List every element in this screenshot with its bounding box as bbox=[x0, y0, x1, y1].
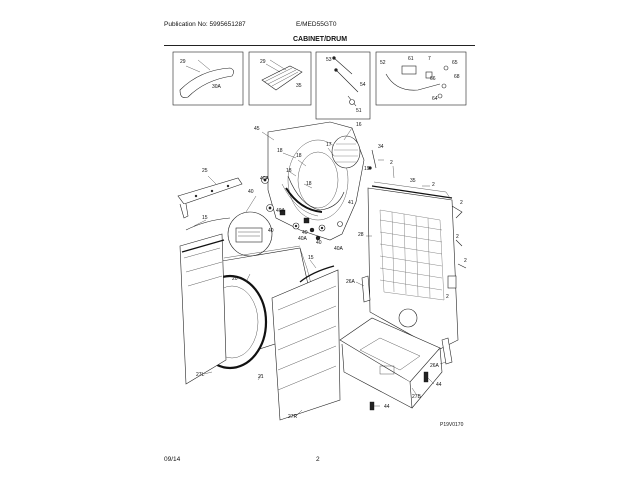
drum-belt bbox=[285, 187, 323, 213]
top-screws bbox=[368, 149, 377, 170]
label-27r: 27R bbox=[288, 414, 298, 420]
label-18-d: 18 bbox=[306, 181, 312, 187]
inset-box-vent-cover: 29 30A bbox=[172, 51, 244, 106]
label-19: 19 bbox=[364, 166, 370, 172]
label-61: 61 bbox=[408, 56, 414, 62]
inset-box-rods: 53 54 51 bbox=[315, 51, 371, 120]
label-20: 20 bbox=[232, 276, 238, 282]
label-40-c: 40 bbox=[302, 230, 308, 236]
right-side-panel bbox=[271, 265, 341, 421]
bracket-26a-left bbox=[361, 275, 371, 303]
label-44-a: 44 bbox=[436, 382, 442, 388]
label-66: 66 bbox=[430, 76, 436, 82]
label-40a-c: 40A bbox=[298, 236, 308, 242]
model-number: E/MED55GT0 bbox=[296, 21, 337, 28]
label-25: 25 bbox=[202, 168, 208, 174]
clip-cluster bbox=[279, 209, 321, 241]
label-53: 53 bbox=[326, 57, 332, 63]
label-68: 68 bbox=[454, 74, 460, 80]
rear-cabinet-panel bbox=[367, 181, 459, 351]
label-41: 41 bbox=[348, 200, 354, 206]
label-44-b: 44 bbox=[384, 404, 390, 410]
label-40a-d: 40A bbox=[334, 246, 344, 252]
label-15-b: 15 bbox=[308, 255, 314, 261]
label-2-b: 2 bbox=[432, 182, 435, 188]
label-2-e: 2 bbox=[464, 258, 467, 264]
label-35-box2: 35 bbox=[296, 83, 302, 89]
label-15-a: 15 bbox=[202, 215, 208, 221]
front-bracket bbox=[177, 177, 243, 219]
label-40-b: 40 bbox=[268, 228, 274, 234]
label-54: 54 bbox=[360, 82, 366, 88]
inset-box-filter-housing: 29 35 bbox=[248, 51, 312, 106]
label-40-a: 40 bbox=[248, 189, 254, 195]
footer-date: 09/14 bbox=[164, 456, 181, 463]
bracket-26a-right bbox=[441, 337, 453, 365]
label-2-f: 2 bbox=[446, 294, 449, 300]
label-30a: 30A bbox=[212, 84, 222, 90]
inset-box-heater-assembly: 52 61 7 66 65 68 64 bbox=[375, 51, 467, 106]
label-18-a: 18 bbox=[277, 148, 283, 154]
label-27b: 27B bbox=[412, 394, 422, 400]
publication-number: Publication No: 5995651287 bbox=[164, 21, 246, 28]
label-17: 17 bbox=[326, 142, 332, 148]
label-29-box2: 29 bbox=[260, 59, 266, 65]
header-rule bbox=[164, 45, 475, 46]
label-26a-a: 26A bbox=[346, 279, 356, 285]
label-16: 16 bbox=[356, 122, 362, 128]
left-side-panel bbox=[179, 233, 227, 385]
label-21: 21 bbox=[258, 374, 264, 380]
label-51: 51 bbox=[356, 108, 362, 114]
label-26a-b: 26A bbox=[430, 363, 440, 369]
label-18-b: 18 bbox=[296, 153, 302, 159]
label-52: 52 bbox=[380, 60, 386, 66]
label-34: 34 bbox=[378, 144, 384, 150]
rear-bulkhead bbox=[267, 121, 365, 241]
label-29-box1: 29 bbox=[180, 59, 186, 65]
label-27l: 27L bbox=[196, 372, 205, 378]
leader-lines bbox=[193, 127, 447, 417]
label-2-a: 2 bbox=[390, 160, 393, 166]
page-number: 2 bbox=[316, 456, 320, 463]
front-wire bbox=[185, 217, 231, 231]
label-40a-b: 40A bbox=[276, 208, 286, 214]
label-65: 65 bbox=[452, 60, 458, 66]
label-45: 45 bbox=[254, 126, 260, 132]
label-7: 7 bbox=[428, 56, 431, 62]
label-28: 28 bbox=[358, 232, 364, 238]
cabinet-base bbox=[339, 317, 443, 409]
drum-rollers bbox=[261, 176, 343, 232]
label-2-c: 2 bbox=[460, 200, 463, 206]
diagram-code: P19V0170 bbox=[440, 422, 464, 428]
label-2-d: 2 bbox=[456, 234, 459, 240]
label-40a-a: 40A bbox=[260, 176, 270, 182]
label-35: 35 bbox=[410, 178, 416, 184]
page-title: CABINET/DRUM bbox=[292, 36, 348, 43]
detail-circle bbox=[227, 195, 273, 257]
label-18-c: 18 bbox=[286, 168, 292, 174]
label-64: 64 bbox=[432, 96, 438, 102]
label-40-d: 40 bbox=[316, 240, 322, 246]
side-hardware bbox=[447, 205, 467, 289]
